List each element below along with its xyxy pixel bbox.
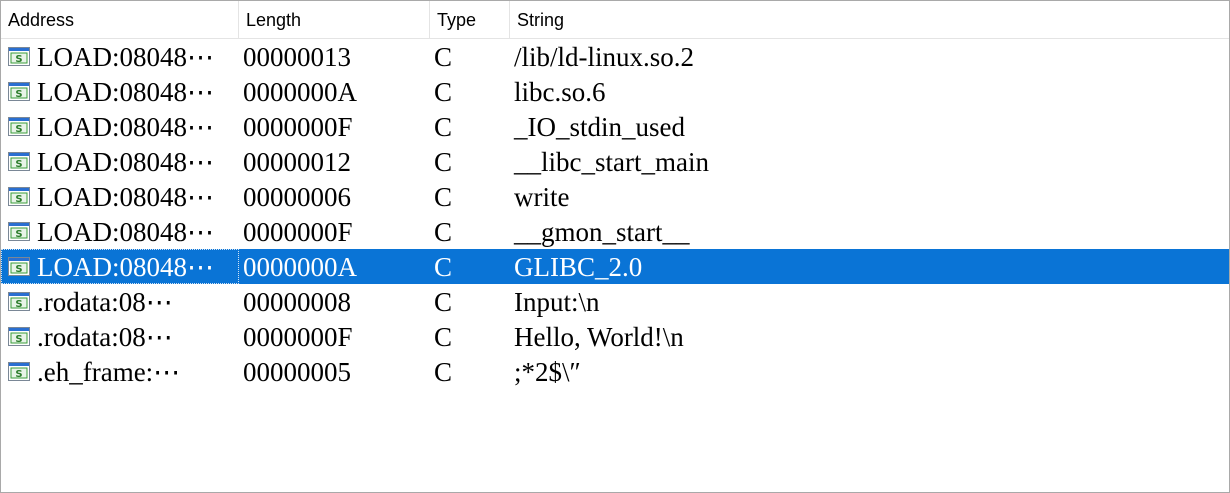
- svg-text:S: S: [15, 334, 22, 345]
- string-icon: S: [8, 292, 30, 311]
- cell-length: 0000000A: [243, 252, 357, 282]
- cell-length: 00000012: [243, 147, 351, 177]
- cell-string: libc.so.6: [514, 77, 606, 107]
- svg-text:S: S: [15, 54, 22, 65]
- table-row[interactable]: S LOAD:08048⋯ 0000000A C libc.so.6: [1, 74, 1229, 109]
- cell-type: C: [434, 357, 453, 387]
- string-icon: S: [8, 222, 30, 241]
- cell-type: C: [434, 217, 453, 247]
- cell-type: C: [434, 182, 453, 212]
- cell-length: 0000000A: [243, 77, 357, 107]
- cell-address: .rodata:08⋯: [37, 322, 173, 352]
- table-row[interactable]: S LOAD:08048⋯ 0000000A C GLIBC_2.0: [1, 249, 1229, 284]
- table-row[interactable]: S .rodata:08⋯ 0000000F C Hello, World!\n: [1, 319, 1229, 354]
- cell-string: __gmon_start__: [514, 217, 690, 247]
- table-row[interactable]: S .eh_frame:⋯ 00000005 C ;*2$\″: [1, 354, 1229, 389]
- cell-address: LOAD:08048⋯: [37, 217, 214, 247]
- string-icon: S: [8, 117, 30, 136]
- string-icon: S: [8, 327, 30, 346]
- cell-length: 0000000F: [243, 217, 353, 247]
- cell-type: C: [434, 252, 453, 282]
- cell-address: .eh_frame:⋯: [37, 357, 181, 387]
- column-header-type[interactable]: Type: [430, 1, 510, 38]
- cell-address: LOAD:08048⋯: [1, 249, 239, 284]
- cell-type: C: [434, 77, 453, 107]
- table-row[interactable]: S LOAD:08048⋯ 00000013 C /lib/ld-linux.s…: [1, 39, 1229, 74]
- cell-string: _IO_stdin_used: [514, 112, 685, 142]
- cell-length: 00000013: [243, 42, 351, 72]
- cell-type: C: [434, 322, 453, 352]
- svg-text:S: S: [15, 369, 22, 380]
- svg-text:S: S: [15, 194, 22, 205]
- cell-string: write: [514, 182, 570, 212]
- column-header-length[interactable]: Length: [239, 1, 430, 38]
- string-icon: S: [8, 82, 30, 101]
- cell-length: 00000006: [243, 182, 351, 212]
- string-icon: S: [8, 187, 30, 206]
- svg-text:S: S: [15, 229, 22, 240]
- svg-text:S: S: [15, 124, 22, 135]
- cell-string: ;*2$\″: [514, 357, 581, 387]
- cell-address: LOAD:08048⋯: [37, 112, 214, 142]
- cell-address: LOAD:08048⋯: [37, 147, 214, 177]
- cell-string: Input:\n: [514, 287, 600, 317]
- cell-string: /lib/ld-linux.so.2: [514, 42, 695, 72]
- table-header: Address Length Type String: [1, 1, 1229, 39]
- svg-text:S: S: [15, 89, 22, 100]
- cell-address: LOAD:08048⋯: [37, 77, 214, 107]
- cell-string: __libc_start_main: [514, 147, 709, 177]
- cell-string: GLIBC_2.0: [514, 252, 643, 282]
- cell-length: 00000005: [243, 357, 351, 387]
- table-row[interactable]: S LOAD:08048⋯ 00000012 C __libc_start_ma…: [1, 144, 1229, 179]
- string-icon: S: [8, 362, 30, 381]
- cell-address: .rodata:08⋯: [37, 287, 173, 317]
- cell-address: LOAD:08048⋯: [37, 42, 214, 72]
- cell-address: LOAD:08048⋯: [37, 182, 214, 212]
- cell-string: Hello, World!\n: [514, 322, 684, 352]
- cell-type: C: [434, 42, 453, 72]
- cell-length: 0000000F: [243, 112, 353, 142]
- cell-length: 00000008: [243, 287, 351, 317]
- cell-type: C: [434, 287, 453, 317]
- strings-table-body: S LOAD:08048⋯ 00000013 C /lib/ld-linux.s…: [1, 39, 1229, 389]
- string-icon: S: [8, 47, 30, 66]
- table-row[interactable]: S LOAD:08048⋯ 0000000F C __gmon_start__: [1, 214, 1229, 249]
- table-row[interactable]: S LOAD:08048⋯ 00000006 C write: [1, 179, 1229, 214]
- string-icon: S: [8, 152, 30, 171]
- table-row[interactable]: S .rodata:08⋯ 00000008 C Input:\n: [1, 284, 1229, 319]
- table-row[interactable]: S LOAD:08048⋯ 0000000F C _IO_stdin_used: [1, 109, 1229, 144]
- column-header-string[interactable]: String: [517, 10, 565, 30]
- svg-text:S: S: [15, 299, 22, 310]
- column-header-address[interactable]: Address: [1, 1, 239, 38]
- cell-type: C: [434, 147, 453, 177]
- cell-length: 0000000F: [243, 322, 353, 352]
- cell-type: C: [434, 112, 453, 142]
- svg-text:S: S: [15, 264, 22, 275]
- string-icon: S: [8, 257, 30, 276]
- svg-text:S: S: [15, 159, 22, 170]
